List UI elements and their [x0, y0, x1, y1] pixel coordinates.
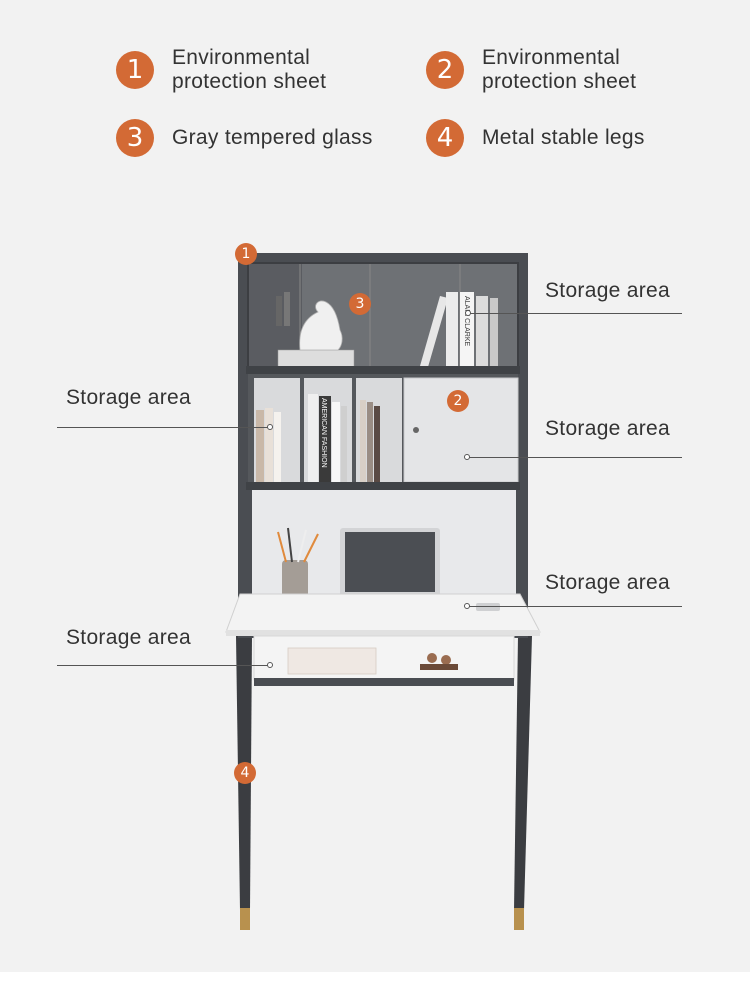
- legend-line: Metal stable legs: [482, 126, 645, 149]
- book-spine: AMERICAN FASHION: [318, 398, 332, 482]
- marker-4: 4: [234, 762, 256, 784]
- callout-line: [467, 457, 682, 458]
- callout-line: [57, 665, 270, 666]
- callout-line: [467, 606, 682, 607]
- bottom-strip: [0, 972, 750, 981]
- legend-number-badge: 1: [116, 51, 154, 89]
- legend-item-3: 3 Gray tempered glass: [116, 119, 373, 157]
- laptop: [328, 528, 452, 606]
- small-figurines: [420, 653, 458, 670]
- callout-line: [57, 427, 270, 428]
- callout-line: [468, 313, 682, 314]
- callout-dot: [267, 424, 273, 430]
- books-middle: [256, 394, 380, 482]
- top-shelf-divider: [246, 366, 520, 374]
- callout-label-top-right: Storage area: [545, 279, 671, 302]
- door-knob: [413, 427, 419, 433]
- legend-line: protection sheet: [482, 70, 637, 93]
- callout-label-middle-left: Storage area: [66, 386, 192, 409]
- legend-number-badge: 2: [426, 51, 464, 89]
- legend-line: protection sheet: [172, 70, 327, 93]
- desk-socket: [476, 603, 500, 611]
- front-right-leg: [514, 636, 532, 910]
- legend-line: Environmental: [172, 46, 311, 69]
- legend-number-badge: 4: [426, 119, 464, 157]
- legend-label: Gray tempered glass: [172, 126, 373, 150]
- callout-label-middle-right: Storage area: [545, 417, 671, 440]
- legend-item-4: 4 Metal stable legs: [426, 119, 645, 157]
- middle-shelf-divider: [246, 482, 520, 490]
- pen-holder: [277, 527, 319, 600]
- callout-dot: [464, 603, 470, 609]
- left-leg-brass-cap: [240, 908, 250, 930]
- book-spine-text: AMERICAN FASHION: [320, 398, 327, 468]
- callout-label-bottom-left: Storage area: [66, 626, 192, 649]
- marker-2: 2: [447, 390, 469, 412]
- callout-dot: [464, 454, 470, 460]
- marker-1: 1: [235, 243, 257, 265]
- legend-label: Environmental protection sheet: [482, 46, 636, 94]
- legend-item-1: 1 Environmental protection sheet: [116, 46, 326, 94]
- callout-dot: [267, 662, 273, 668]
- storage-box: [287, 647, 377, 675]
- horse-sculpture: [277, 300, 355, 369]
- legend-item-2: 2 Environmental protection sheet: [426, 46, 636, 94]
- book-spine-text: ALAIN CLARKE: [463, 296, 470, 347]
- legend-line: Gray tempered glass: [172, 126, 373, 149]
- legend-line: Environmental: [482, 46, 621, 69]
- book-spine: ALAIN CLARKE: [460, 296, 474, 366]
- legend-number-badge: 3: [116, 119, 154, 157]
- callout-dot: [465, 310, 471, 316]
- right-leg-brass-cap: [514, 908, 524, 930]
- callout-label-desk-right: Storage area: [545, 571, 671, 594]
- marker-3: 3: [349, 293, 371, 315]
- legend-label: Metal stable legs: [482, 126, 645, 150]
- desk-top: [225, 593, 541, 633]
- legend-label: Environmental protection sheet: [172, 46, 326, 94]
